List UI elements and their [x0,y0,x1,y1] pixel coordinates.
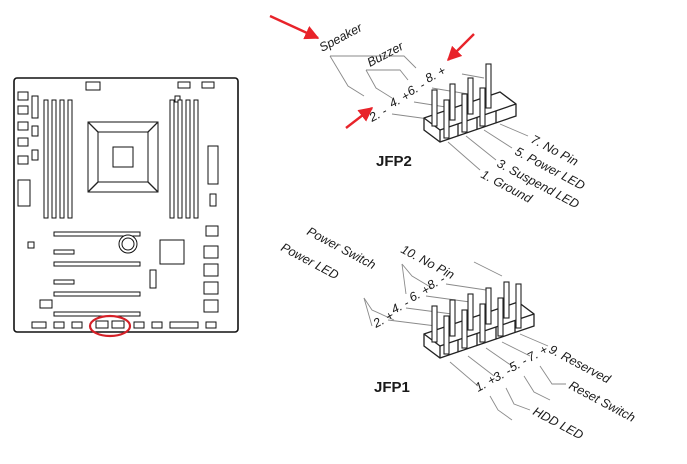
reset-switch-label: Reset Switch [567,378,638,425]
jfp1-header [423,281,535,359]
pcie-slots [53,231,141,317]
motherboard [13,77,239,338]
bottom-headers [31,320,217,329]
hdd-led-label: HDD LED [531,404,586,442]
dimm-slots-left [43,99,73,219]
cpu-socket [87,121,159,193]
jfp2-pin8-label: 8. + [423,63,448,85]
jfp1-diagram: Power Switch Power LED 10. No Pin 8. - 6… [279,224,638,442]
jfp1-pin10-label: 10. No Pin [399,242,457,282]
jfp1-header-location [111,320,125,329]
top-connectors [85,81,215,103]
jfp2-pin2-label: 2. - [366,104,389,125]
front-panel-highlight [88,314,132,338]
pin2-arrow [345,107,374,129]
speaker-label: Speaker [317,20,365,55]
dimm-slots-right [169,99,199,219]
jfp2-diagram: Speaker Buzzer 8. + 6. - 4. + 2. - 7. No… [269,14,587,211]
sata-ports [203,225,219,313]
buzzer-label: Buzzer [365,39,407,70]
jfp2-header-location [95,320,109,329]
chipset [159,239,185,265]
jfp2-header [423,63,517,143]
jfp1-title: JFP1 [374,379,410,396]
jfp1-pin9-label: 9. Reserved [547,342,614,386]
speaker-arrow [269,14,320,40]
jfp2-title: JFP2 [376,153,412,170]
atx-power-connector [207,145,219,185]
rear-io [17,91,39,207]
pin8-arrow [446,33,475,62]
